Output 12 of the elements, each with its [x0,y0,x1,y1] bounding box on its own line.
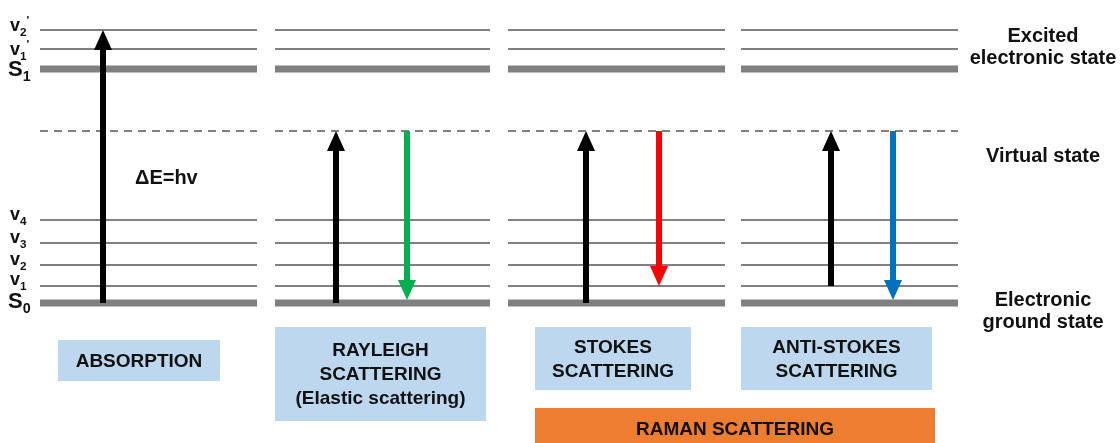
state-label: Virtual state [984,144,1102,166]
process-box: ABSORPTION [58,340,220,381]
level-label: v$_{2}$ [10,250,27,273]
level-label: v$_{3}$ [10,228,27,251]
energy-label: ΔE=hv [135,166,198,188]
group-bar: RAMAN SCATTERING [535,408,935,443]
state-label: Electronic ground state [981,288,1105,332]
state-label: Excited electronic state [968,24,1118,68]
process-box: STOKES SCATTERING [535,327,691,390]
level-label: v$_{4}$ [10,205,27,228]
process-box: ANTI-STOKES SCATTERING [741,327,932,390]
process-box: RAYLEIGH SCATTERING (Elastic scattering) [275,327,486,421]
